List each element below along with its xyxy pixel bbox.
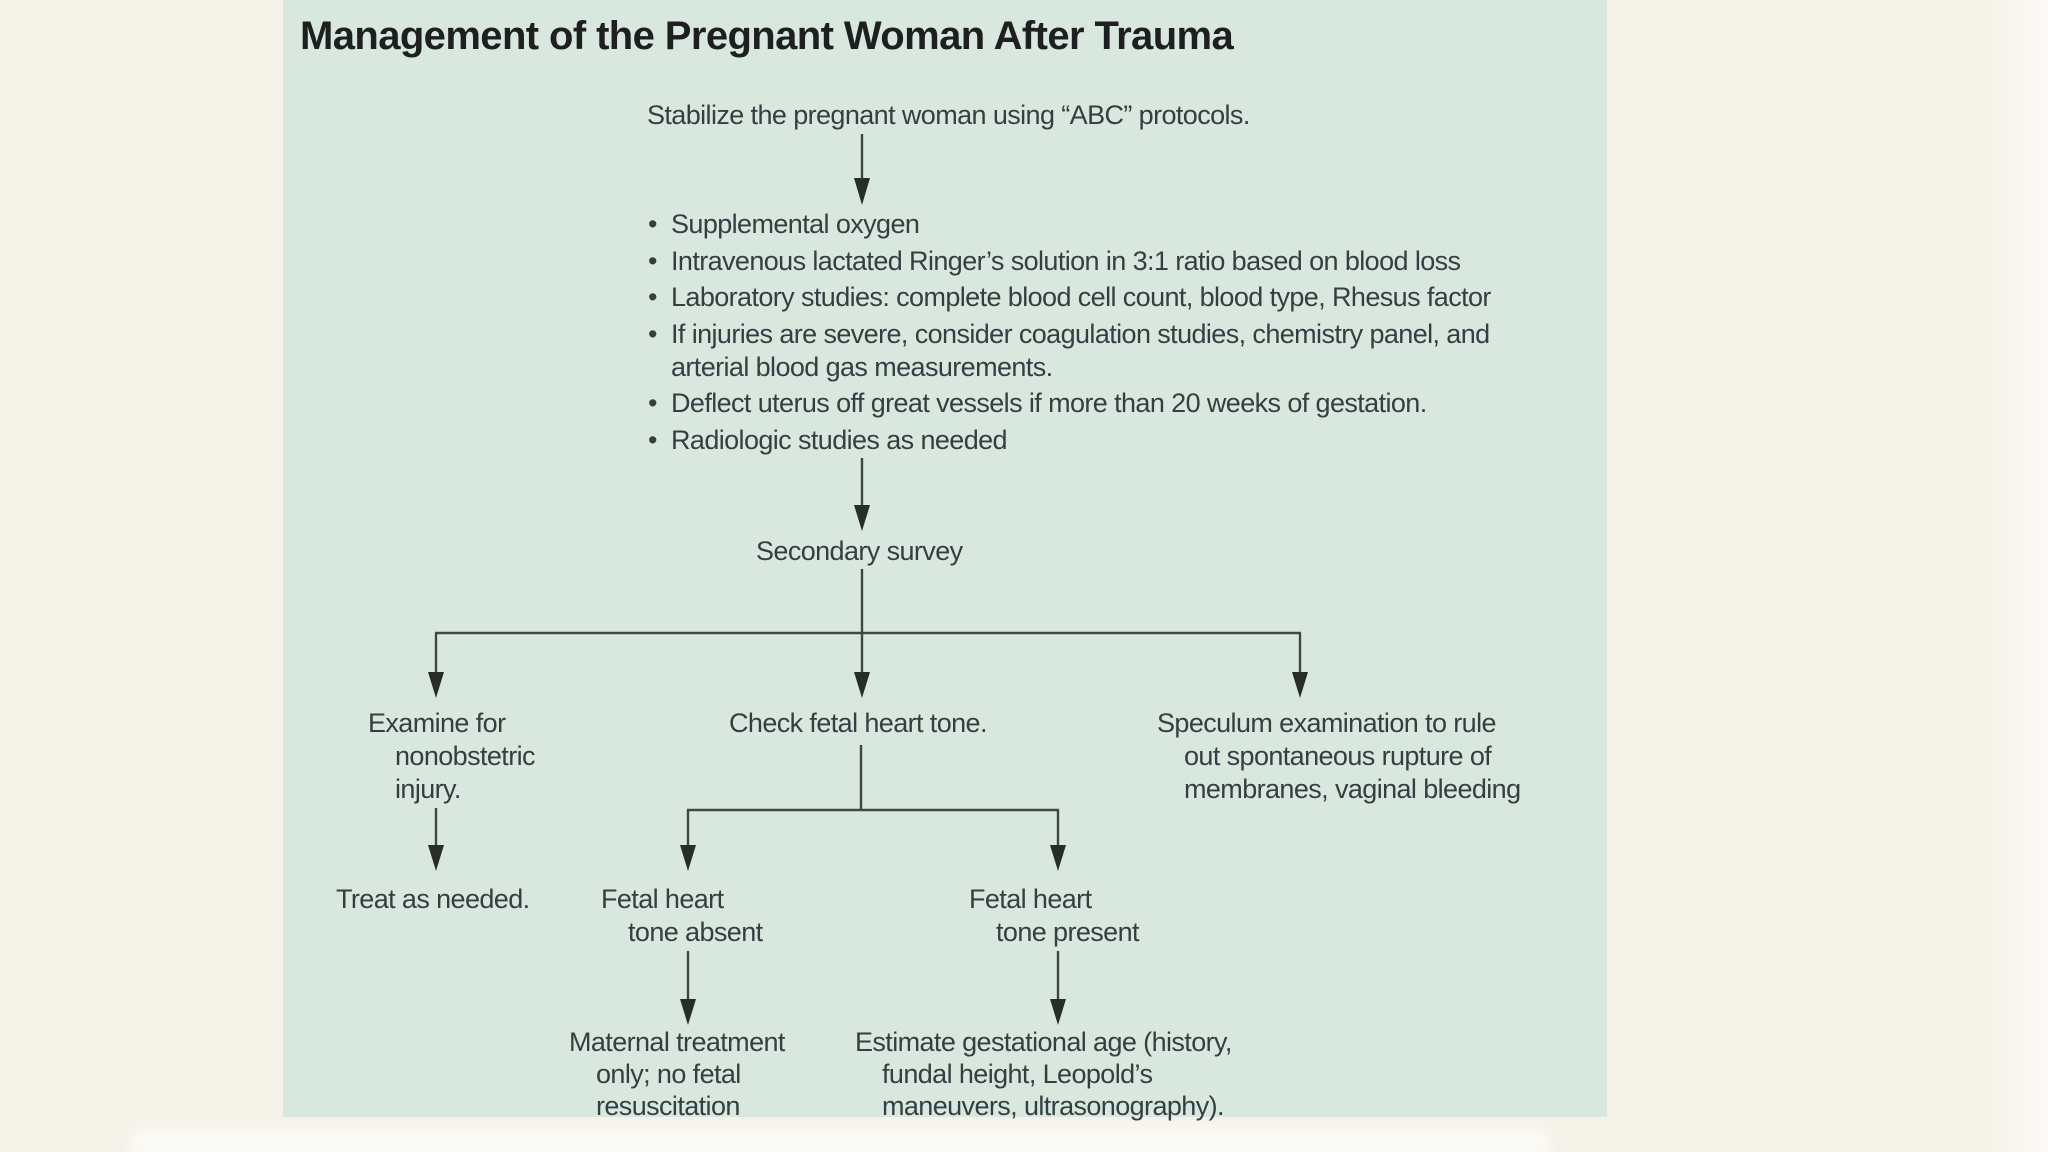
- node-fetal-heart-tone-absent: Fetal heart tone absent: [601, 883, 763, 949]
- node-estimate-gestational-age: Estimate gestational age (history, funda…: [855, 1026, 1232, 1122]
- bullet-icon: •: [648, 424, 657, 455]
- list-item-text: Deflect uterus off great vessels if more…: [671, 388, 1427, 418]
- node-secondary-survey: Secondary survey: [756, 535, 963, 568]
- node-line: Estimate gestational age (history,: [855, 1027, 1232, 1057]
- bullet-icon: •: [648, 245, 657, 276]
- list-item-text: Laboratory studies: complete blood cell …: [671, 282, 1491, 312]
- node-line: Speculum examination to rule: [1157, 708, 1497, 738]
- list-item: • Deflect uterus off great vessels if mo…: [648, 387, 1491, 420]
- node-line: membranes, vaginal bleeding: [1184, 774, 1521, 804]
- node-maternal-treatment: Maternal treatment only; no fetal resusc…: [569, 1026, 785, 1122]
- node-check-fetal-heart-tone: Check fetal heart tone.: [729, 707, 987, 740]
- node-line: Treat as needed.: [336, 884, 530, 914]
- node-stabilize: Stabilize the pregnant woman using “ABC”…: [647, 99, 1250, 132]
- list-item-text: Radiologic studies as needed: [671, 424, 1008, 455]
- list-item-text: Supplemental oxygen: [671, 209, 920, 239]
- bullet-icon: •: [648, 209, 657, 239]
- node-line: fundal height, Leopold’s: [882, 1059, 1153, 1089]
- node-line: out spontaneous rupture of: [1184, 741, 1492, 771]
- node-primary-care-list: • Supplemental oxygen • Intravenous lact…: [648, 208, 1491, 457]
- list-item: • Supplemental oxygen: [648, 208, 1491, 241]
- list-item: • Radiologic studies as needed: [648, 424, 1491, 457]
- bullet-icon: •: [648, 388, 657, 418]
- list-item: • If injuries are severe, consider coagu…: [648, 318, 1491, 384]
- node-examine-injury: Examine for nonobstetric injury.: [368, 707, 535, 806]
- list-item: • Intravenous lactated Ringer’s solution…: [648, 245, 1491, 278]
- node-line: Examine for: [368, 708, 506, 738]
- list-item-text: If injuries are severe, consider coagula…: [671, 318, 1490, 349]
- bullet-icon: •: [648, 282, 657, 312]
- node-treat-as-needed: Treat as needed.: [336, 883, 530, 916]
- page-title: Management of the Pregnant Woman After T…: [300, 14, 1234, 58]
- node-stabilize-text: Stabilize the pregnant woman using “ABC”…: [647, 100, 1250, 130]
- node-line: maneuvers, ultrasonography).: [882, 1091, 1224, 1121]
- node-secondary-survey-text: Secondary survey: [756, 536, 963, 566]
- node-line: Maternal treatment: [569, 1027, 785, 1057]
- node-line: Fetal heart: [601, 884, 724, 914]
- list-item: • Laboratory studies: complete blood cel…: [648, 281, 1491, 314]
- scan-artifact-bottom-glare: [130, 1130, 1550, 1152]
- node-speculum-exam: Speculum examination to rule out spontan…: [1157, 707, 1521, 806]
- list-item-text: arterial blood gas measurements.: [671, 351, 1053, 382]
- node-line: only; no fetal: [596, 1059, 741, 1089]
- node-line: nonobstetric: [395, 741, 535, 771]
- node-line: resuscitation: [596, 1091, 740, 1121]
- list-item-text: Intravenous lactated Ringer’s solution i…: [671, 245, 1461, 276]
- node-line: Check fetal heart tone.: [729, 708, 987, 738]
- scan-artifact-right-edge: [1986, 0, 2048, 1152]
- bullet-icon: •: [648, 318, 657, 349]
- node-line: tone present: [996, 917, 1140, 947]
- node-line: tone absent: [628, 917, 763, 947]
- flowchart-panel: [283, 0, 1607, 1117]
- node-line: injury.: [395, 774, 461, 804]
- node-fetal-heart-tone-present: Fetal heart tone present: [969, 883, 1140, 949]
- node-line: Fetal heart: [969, 884, 1092, 914]
